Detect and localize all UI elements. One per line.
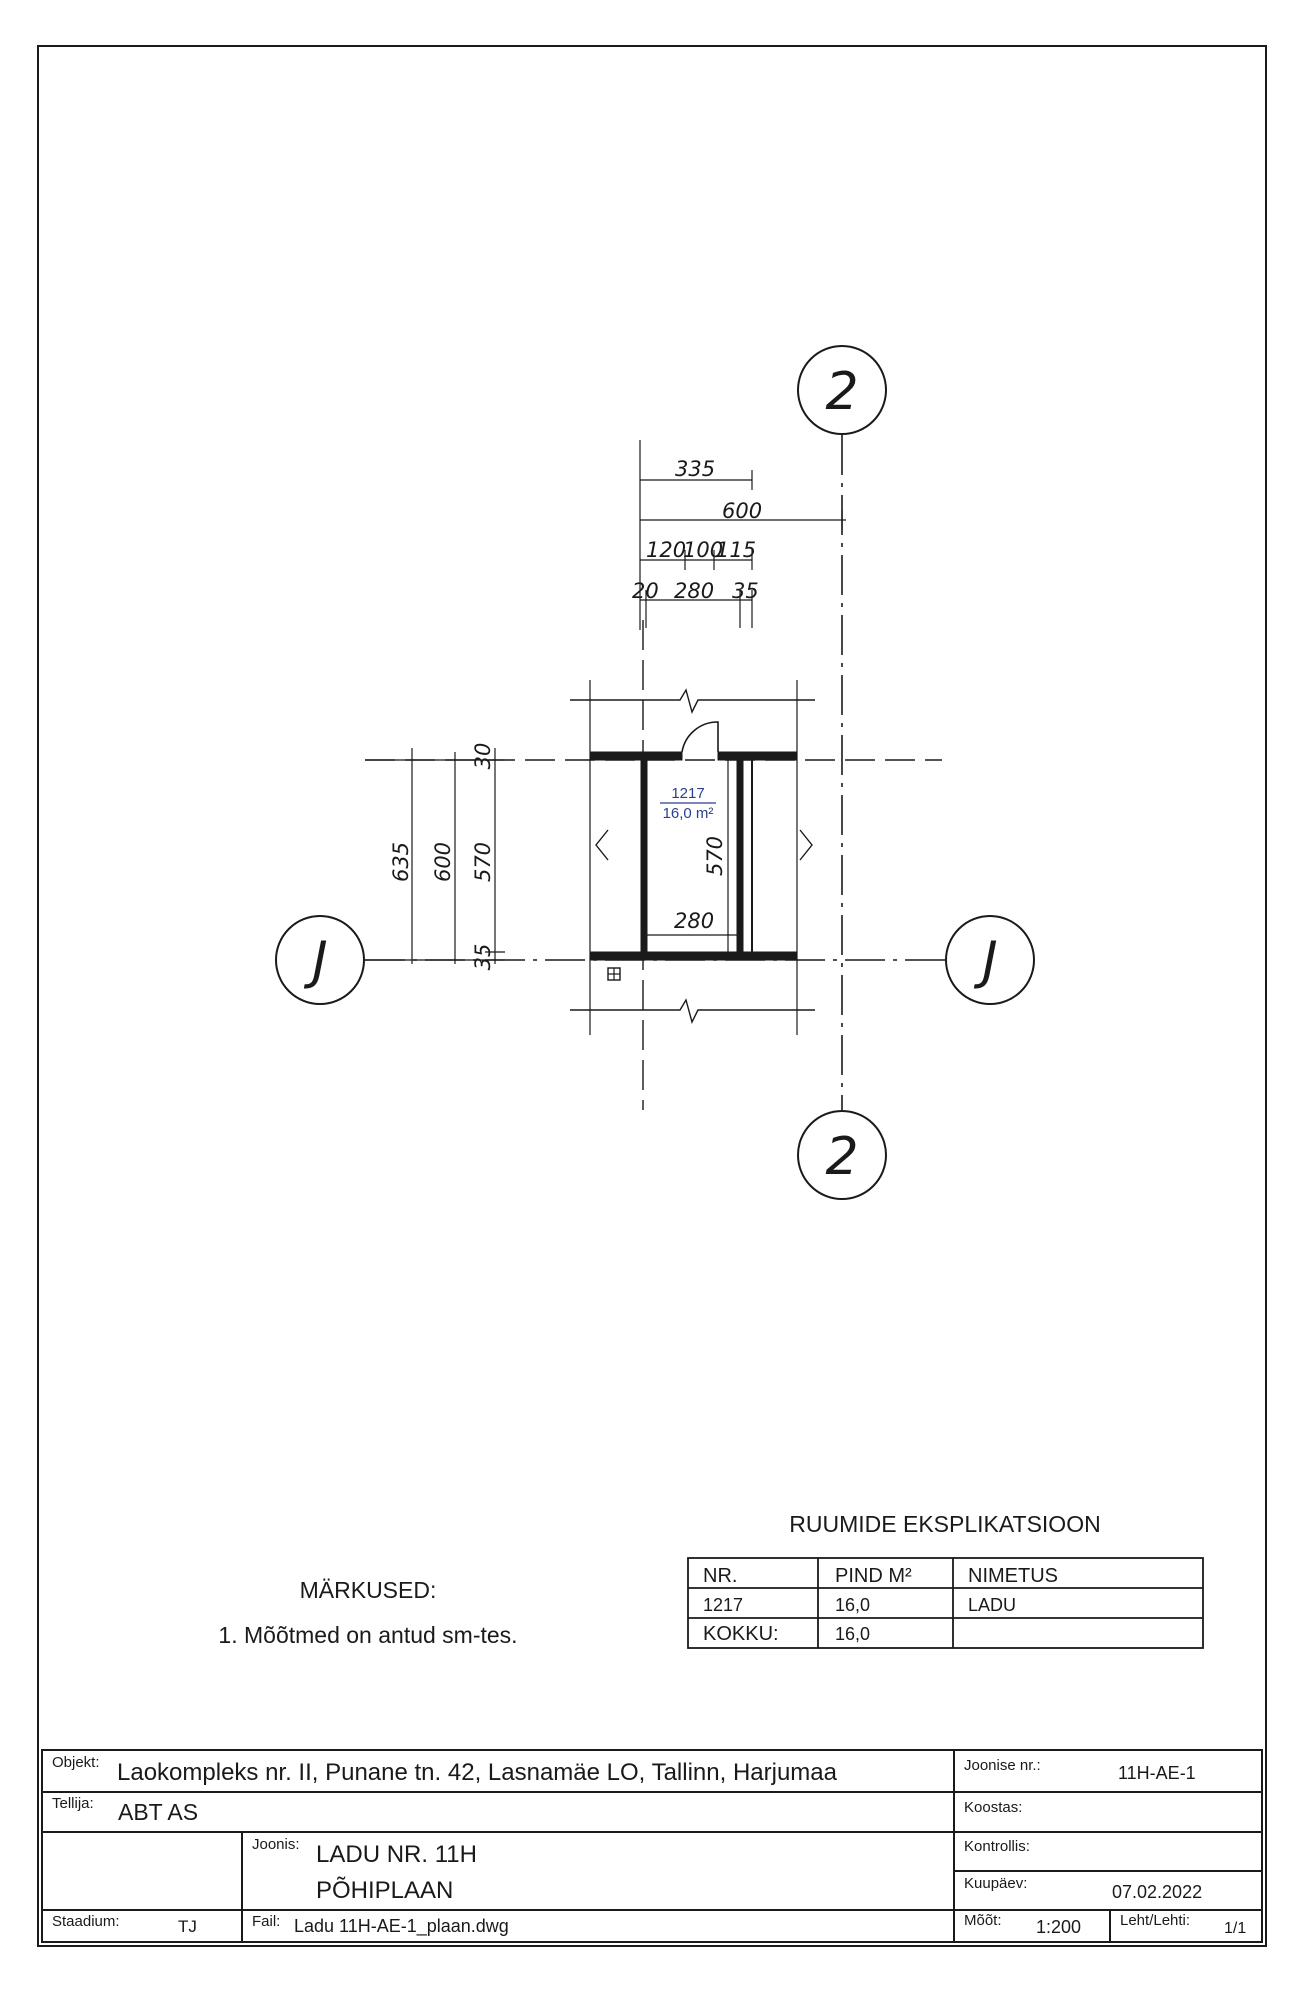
dim-35-left: 35 [471,944,495,971]
dim-20: 20 [632,579,659,603]
kuupaev-label: Kuupäev: [964,1875,1027,1892]
explication-cell: KOKKU: [703,1623,779,1645]
dim-335: 335 [675,457,715,481]
joonis-label: Joonis: [252,1836,300,1853]
axis-label-2-bottom: 2 [825,1127,858,1187]
room-area: 16,0 m² [663,805,714,822]
break-symbol-right [799,829,813,861]
explication-header-nimetus: NIMETUS [968,1565,1058,1587]
notes-item-1: 1. Mõõtmed on antud sm-tes. [218,1622,517,1648]
objekt-value: Laokompleks nr. II, Punane tn. 42, Lasna… [117,1759,838,1786]
koostas-label: Koostas: [964,1799,1022,1816]
moot-label: Mõõt: [964,1912,1002,1929]
axis-bubble-j-right [945,915,1035,1005]
door-swing [681,721,719,753]
tellija-label: Tellija: [52,1795,94,1812]
joonise-nr-value: 11H-AE-1 [1118,1763,1196,1783]
kontrollis-label: Kontrollis: [964,1838,1030,1855]
explication-table [687,1557,1204,1649]
wall-left [640,759,648,953]
dim-280-inner: 280 [674,909,714,933]
sheet-border [37,45,1267,1947]
dimensions-left [365,748,505,964]
dim-280-top: 280 [674,579,714,603]
title-block [41,1749,1263,1943]
joonis-line-2: PÕHIPLAAN [316,1876,453,1904]
axis-bubble-2-bottom [797,1110,887,1200]
joonise-nr-label: Joonise nr.: [964,1757,1041,1774]
floor-plan [365,435,945,1110]
break-line-bottom [570,998,815,1024]
tellija-value: ABT AS [118,1799,198,1825]
dim-635: 635 [389,842,413,882]
wall-bottom [589,951,797,961]
staadium-value: TJ [178,1917,197,1936]
dim-120: 120 [646,538,686,562]
explication-cell: 1217 [703,1595,743,1615]
wall-top-right [717,751,797,761]
axis-bubble-2-top [797,345,887,435]
kuupaev-value: 07.02.2022 [1112,1882,1202,1902]
joonis-line-1: LADU NR. 11H [316,1841,477,1868]
staadium-label: Staadium: [52,1913,120,1930]
dim-570-left: 570 [471,842,495,882]
explication-title: RUUMIDE EKSPLIKATSIOON [789,1511,1100,1537]
leht-value: 1/1 [1224,1920,1246,1937]
dim-30: 30 [471,743,495,770]
explication-header-nr: NR. [703,1565,737,1587]
explication-cell: LADU [968,1595,1016,1615]
dim-115: 115 [716,538,756,562]
break-symbol-left [595,829,609,861]
dim-35-top: 35 [732,579,759,603]
axis-label-j-right: J [973,931,997,991]
dim-570-inner: 570 [703,836,727,876]
fail-label: Fail: [252,1913,280,1930]
leht-label: Leht/Lehti: [1120,1912,1190,1929]
notes-title: MÄRKUSED: [300,1577,437,1603]
axis-bubble-j-left [275,915,365,1005]
explication-cell: 16,0 [835,1595,870,1615]
explication-header-pind: PIND M² [835,1565,912,1587]
explication-cell: 16,0 [835,1624,870,1644]
dim-600-top: 600 [722,499,762,523]
axis-label-j-left: J [303,931,327,991]
wall-top-left [589,751,683,761]
axis-label-2-top: 2 [825,362,858,422]
objekt-label: Objekt: [52,1754,100,1771]
dim-600-left: 600 [431,842,455,882]
dimensions-top [639,440,846,630]
moot-value: 1:200 [1036,1917,1081,1937]
break-line-top [570,688,815,714]
wall-right [736,759,744,953]
fail-value: Ladu 11H-AE-1_plaan.dwg [294,1916,509,1937]
room-number: 1217 [671,785,704,802]
dim-100: 100 [683,538,723,562]
